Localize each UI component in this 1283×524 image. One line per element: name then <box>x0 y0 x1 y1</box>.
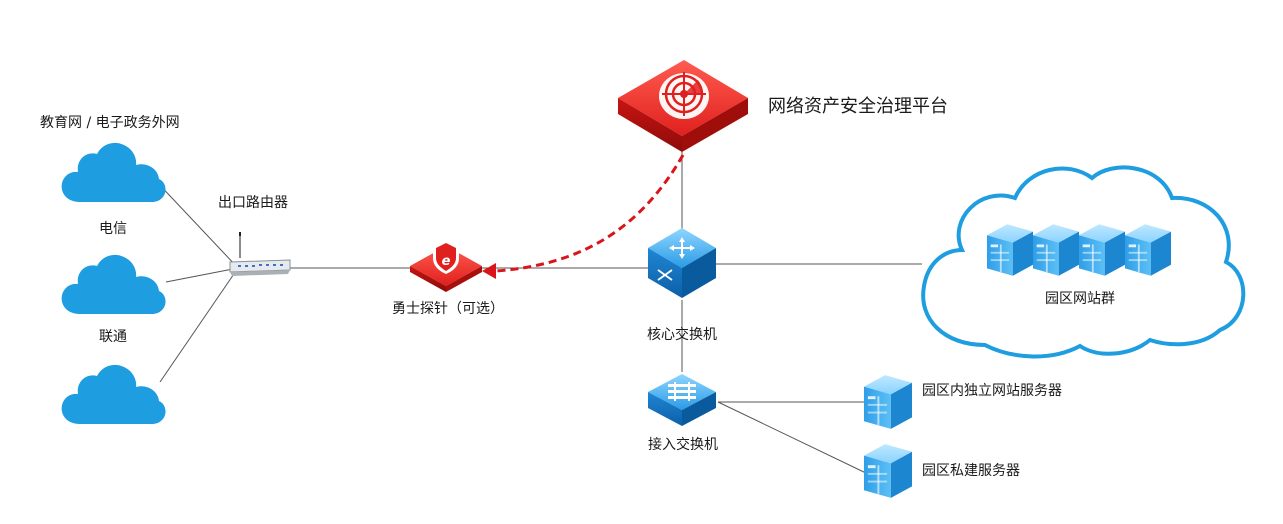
cloud-icon <box>61 142 166 202</box>
server-icon <box>987 224 1033 276</box>
server-icon <box>1079 224 1125 276</box>
probe-device: e <box>410 240 482 292</box>
switch-ports-icon <box>668 382 696 401</box>
core-switch-device <box>648 228 716 298</box>
svg-text:e: e <box>442 254 451 269</box>
server-icon <box>1125 224 1171 276</box>
server-icon <box>1033 224 1079 276</box>
cloud-unicom <box>61 364 166 424</box>
radar-target-icon <box>659 72 709 119</box>
line-edu-router <box>154 179 239 269</box>
platform-device <box>618 60 748 152</box>
server-icon <box>864 444 912 498</box>
connection-lines <box>154 150 922 475</box>
line-access-private <box>717 401 869 475</box>
cloud-icon <box>61 254 166 314</box>
line-unicom-router <box>159 267 239 383</box>
access-switch-label: 接入交换机 <box>648 437 718 453</box>
server-icon <box>864 375 912 429</box>
private-server-label: 园区私建服务器 <box>922 463 1020 479</box>
core-switch-label: 核心交换机 <box>647 327 717 343</box>
edu-network-label: 教育网 / 电子政务外网 <box>40 115 180 131</box>
independent-server-label: 园区内独立网站服务器 <box>922 383 1062 399</box>
router-label: 出口路由器 <box>218 195 288 211</box>
cloud-telecom <box>61 254 166 314</box>
probe-label: 勇士探针（可选） <box>392 301 504 317</box>
arrowhead-icon <box>482 263 496 279</box>
independent-server-device <box>864 375 912 429</box>
access-switch-device <box>648 374 716 426</box>
line-telecom-router <box>165 267 239 283</box>
website-cluster-cloud <box>921 165 1246 359</box>
router-device <box>229 232 291 276</box>
switch-arrows-icon <box>657 237 695 281</box>
website-cluster-label: 园区网站群 <box>1045 291 1115 307</box>
shield-e-icon: e <box>433 240 459 274</box>
monitor-arrow <box>482 154 685 279</box>
cloud-icon <box>61 364 166 424</box>
unicom-label: 联通 <box>99 329 127 345</box>
cloud-edu <box>61 142 166 202</box>
telecom-label: 电信 <box>99 221 127 237</box>
platform-label: 网络资产安全治理平台 <box>768 96 948 117</box>
private-server-device <box>864 444 912 498</box>
